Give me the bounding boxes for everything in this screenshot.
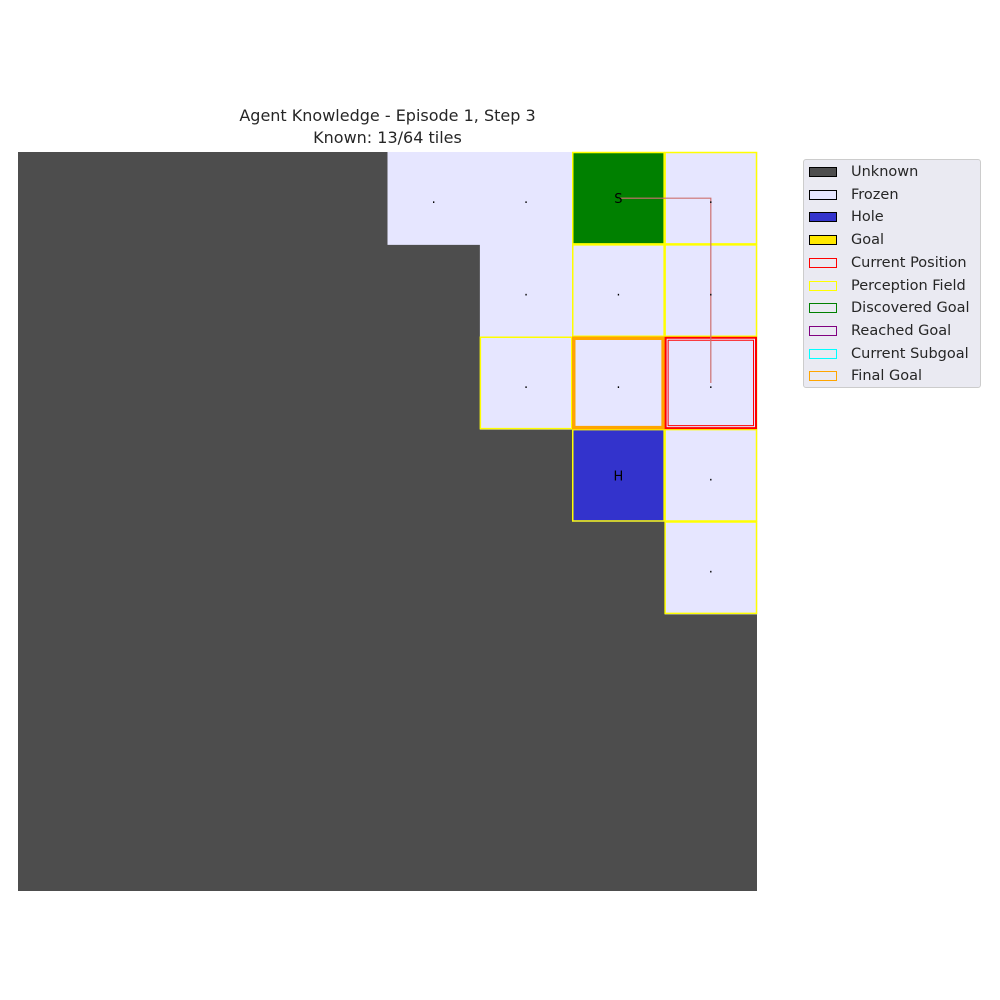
legend-item: Current Subgoal [809, 343, 969, 365]
legend-item: Current Position [809, 252, 967, 274]
agent-path-line [618, 197, 712, 383]
tile-label: S [614, 192, 622, 207]
legend-swatch [809, 189, 837, 200]
legend-item: Goal [809, 229, 884, 251]
tile-frozen [664, 521, 758, 615]
tile-label: . [709, 562, 713, 577]
tile-frozen [387, 152, 481, 245]
perception-field-outline [572, 428, 665, 522]
legend-label: Final Goal [851, 368, 923, 385]
tile-label: . [709, 377, 713, 392]
perception-field-outline [479, 336, 573, 430]
legend-label: Unknown [851, 164, 919, 180]
legend-swatch [809, 303, 837, 314]
legend-item: Perception Field [809, 275, 966, 297]
tile-label: . [524, 285, 528, 300]
tile-label: . [616, 285, 620, 300]
tile-frozen [572, 244, 666, 338]
legend-label: Hole [851, 209, 884, 226]
legend-item: Hole [809, 206, 884, 228]
legend-label: Reached Goal [851, 322, 952, 339]
legend-swatch [809, 167, 837, 177]
tile-hole [572, 429, 666, 522]
tile-frozen [479, 336, 573, 430]
perception-field-outline [572, 244, 665, 337]
legend-label: Current Position [851, 254, 967, 271]
legend-label: Frozen [851, 186, 899, 203]
legend-label: Goal [851, 232, 885, 249]
tile-label: . [524, 192, 528, 207]
tile-label: . [616, 377, 620, 392]
legend-label: Perception Field [851, 277, 966, 294]
legend-swatch [809, 280, 837, 291]
tile-frozen [479, 152, 573, 245]
tile-label: . [709, 192, 713, 207]
legend-item: Frozen [809, 184, 899, 206]
perception-field-outline [664, 521, 758, 615]
legend-label: Discovered Goal [851, 300, 970, 317]
tile-frozen [572, 336, 666, 430]
legend-swatch [809, 235, 837, 246]
tile-label: . [709, 285, 713, 300]
tile-label: H [614, 469, 624, 484]
legend-swatch [809, 325, 837, 336]
legend-label: Current Subgoal [851, 345, 969, 362]
title-line-2: Known: 13/64 tiles [313, 128, 462, 147]
plot-title: Agent Knowledge - Episode 1, Step 3 Know… [18, 105, 757, 149]
tile-label: . [709, 469, 713, 484]
tile-label: . [524, 377, 528, 392]
final-goal-outline [572, 336, 665, 430]
legend-swatch [809, 257, 837, 268]
legend-item: Reached Goal [809, 320, 951, 342]
tile-label: . [432, 192, 436, 207]
legend-swatch [809, 212, 837, 223]
legend-item: Discovered Goal [809, 297, 970, 319]
legend-item: Final Goal [809, 365, 922, 387]
tile-frozen [479, 244, 573, 338]
legend-swatch [809, 371, 837, 382]
legend-item: Unknown [809, 161, 918, 183]
tile-frozen [664, 429, 758, 522]
legend-swatch [809, 348, 837, 359]
perception-field-outline [664, 428, 758, 522]
title-line-1: Agent Knowledge - Episode 1, Step 3 [239, 106, 536, 125]
